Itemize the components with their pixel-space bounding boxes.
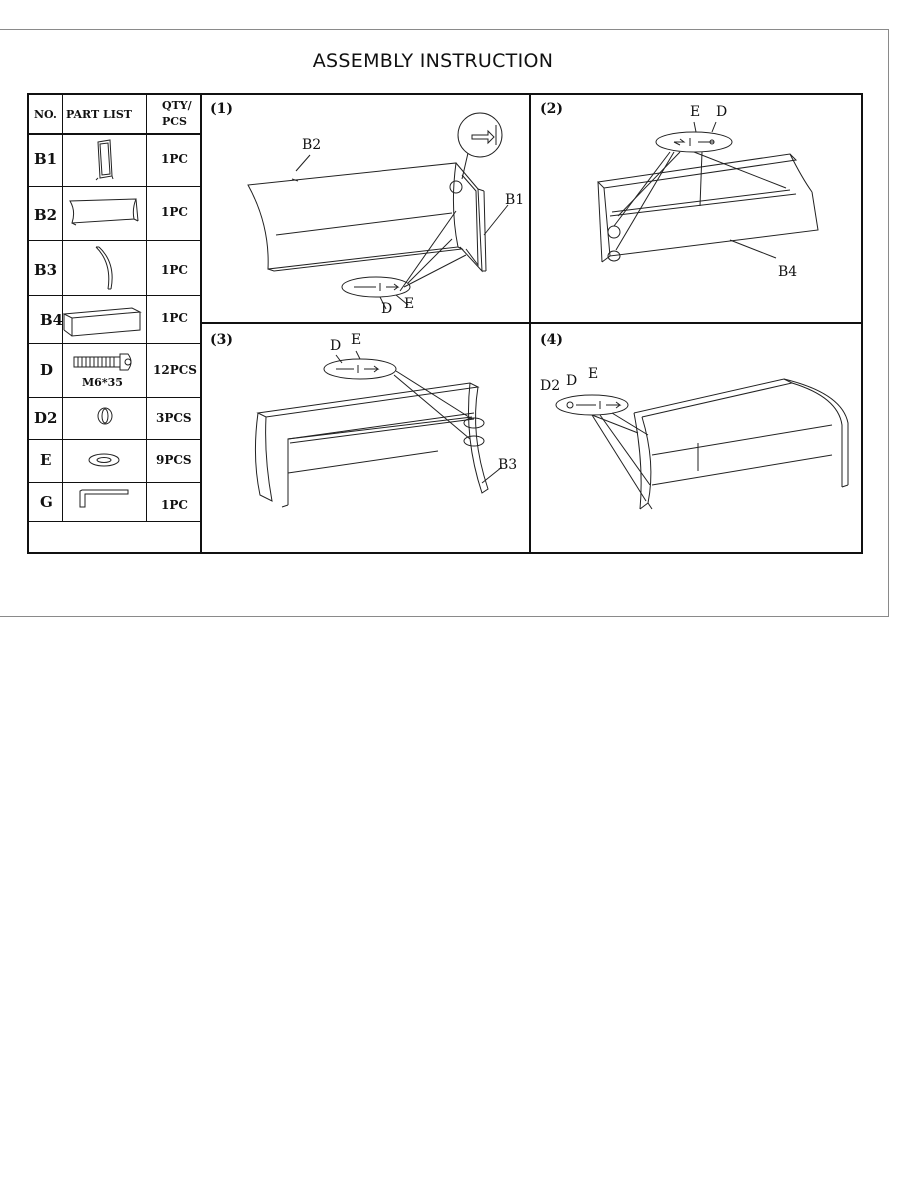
- step1-illustration: [247, 112, 509, 310]
- step1-label-b1: B1: [505, 192, 525, 208]
- col-divider-part: [146, 94, 147, 521]
- backrest-panel-icon: [69, 198, 139, 226]
- row-divider: [28, 186, 200, 187]
- row-divider: [28, 482, 200, 483]
- front-rail-icon: [62, 307, 142, 337]
- instruction-frame: [27, 93, 863, 554]
- step1-label-b2: B2: [302, 137, 322, 153]
- side-arm-frame-icon: [95, 139, 114, 181]
- part-code-g: G: [40, 493, 53, 511]
- part-qty-b3: 1PC: [161, 263, 188, 277]
- row-divider: [28, 240, 200, 241]
- part-qty-b1: 1PC: [161, 152, 188, 166]
- step3-label-e: E: [351, 332, 362, 348]
- row-divider: [28, 397, 200, 398]
- part-qty-e: 9PCS: [156, 453, 192, 467]
- step3-label-b3: B3: [498, 457, 518, 473]
- step4-label-d: D: [566, 373, 578, 389]
- curved-side-panel-icon: [95, 246, 113, 290]
- row-divider: [28, 295, 200, 296]
- page-title: ASSEMBLY INSTRUCTION: [312, 50, 554, 72]
- bolt-size-label: M6*35: [82, 376, 123, 389]
- step2-label-d: D: [716, 104, 728, 120]
- part-code-e: E: [40, 451, 52, 469]
- header-qty: QTY/: [162, 99, 192, 112]
- step-number-3: (3): [210, 332, 233, 348]
- bolt-icon: [73, 353, 132, 371]
- washer-icon: [88, 453, 120, 467]
- step2-label-e: E: [690, 104, 701, 120]
- part-code-b2: B2: [34, 206, 58, 224]
- col-divider-no: [62, 94, 63, 521]
- cap-icon: [97, 407, 113, 425]
- step4-label-d2: D2: [540, 378, 561, 394]
- part-qty-g: 1PC: [161, 498, 188, 512]
- part-code-d: D: [40, 361, 54, 379]
- part-code-b3: B3: [34, 261, 58, 279]
- row-divider: [28, 133, 200, 135]
- step1-label-e: E: [404, 296, 415, 312]
- step4-label-e: E: [588, 366, 599, 382]
- part-code-b4: B4: [40, 311, 64, 329]
- row-divider: [28, 521, 200, 522]
- step4-illustration: [555, 378, 849, 510]
- part-code-d2: D2: [34, 409, 58, 427]
- allen-key-icon: [79, 489, 129, 508]
- step2-illustration: [596, 121, 819, 263]
- part-qty-b2: 1PC: [161, 205, 188, 219]
- header-pcs: PCS: [162, 115, 187, 128]
- part-qty-b4: 1PC: [161, 311, 188, 325]
- step-number-4: (4): [540, 332, 563, 348]
- step3-label-d: D: [330, 338, 342, 354]
- step2-label-b4: B4: [778, 264, 798, 280]
- header-part-list: PART LIST: [66, 108, 132, 121]
- part-qty-d2: 3PCS: [156, 411, 192, 425]
- step-number-2: (2): [540, 101, 563, 117]
- row-divider: [28, 343, 200, 344]
- steps-horizontal-divider: [201, 322, 862, 324]
- step-number-1: (1): [210, 101, 233, 117]
- part-qty-d: 12PCS: [153, 363, 197, 377]
- step3-illustration: [254, 350, 503, 508]
- header-no: NO.: [34, 108, 57, 121]
- step1-label-d: D: [381, 301, 393, 317]
- part-code-b1: B1: [34, 150, 58, 168]
- row-divider: [28, 439, 200, 440]
